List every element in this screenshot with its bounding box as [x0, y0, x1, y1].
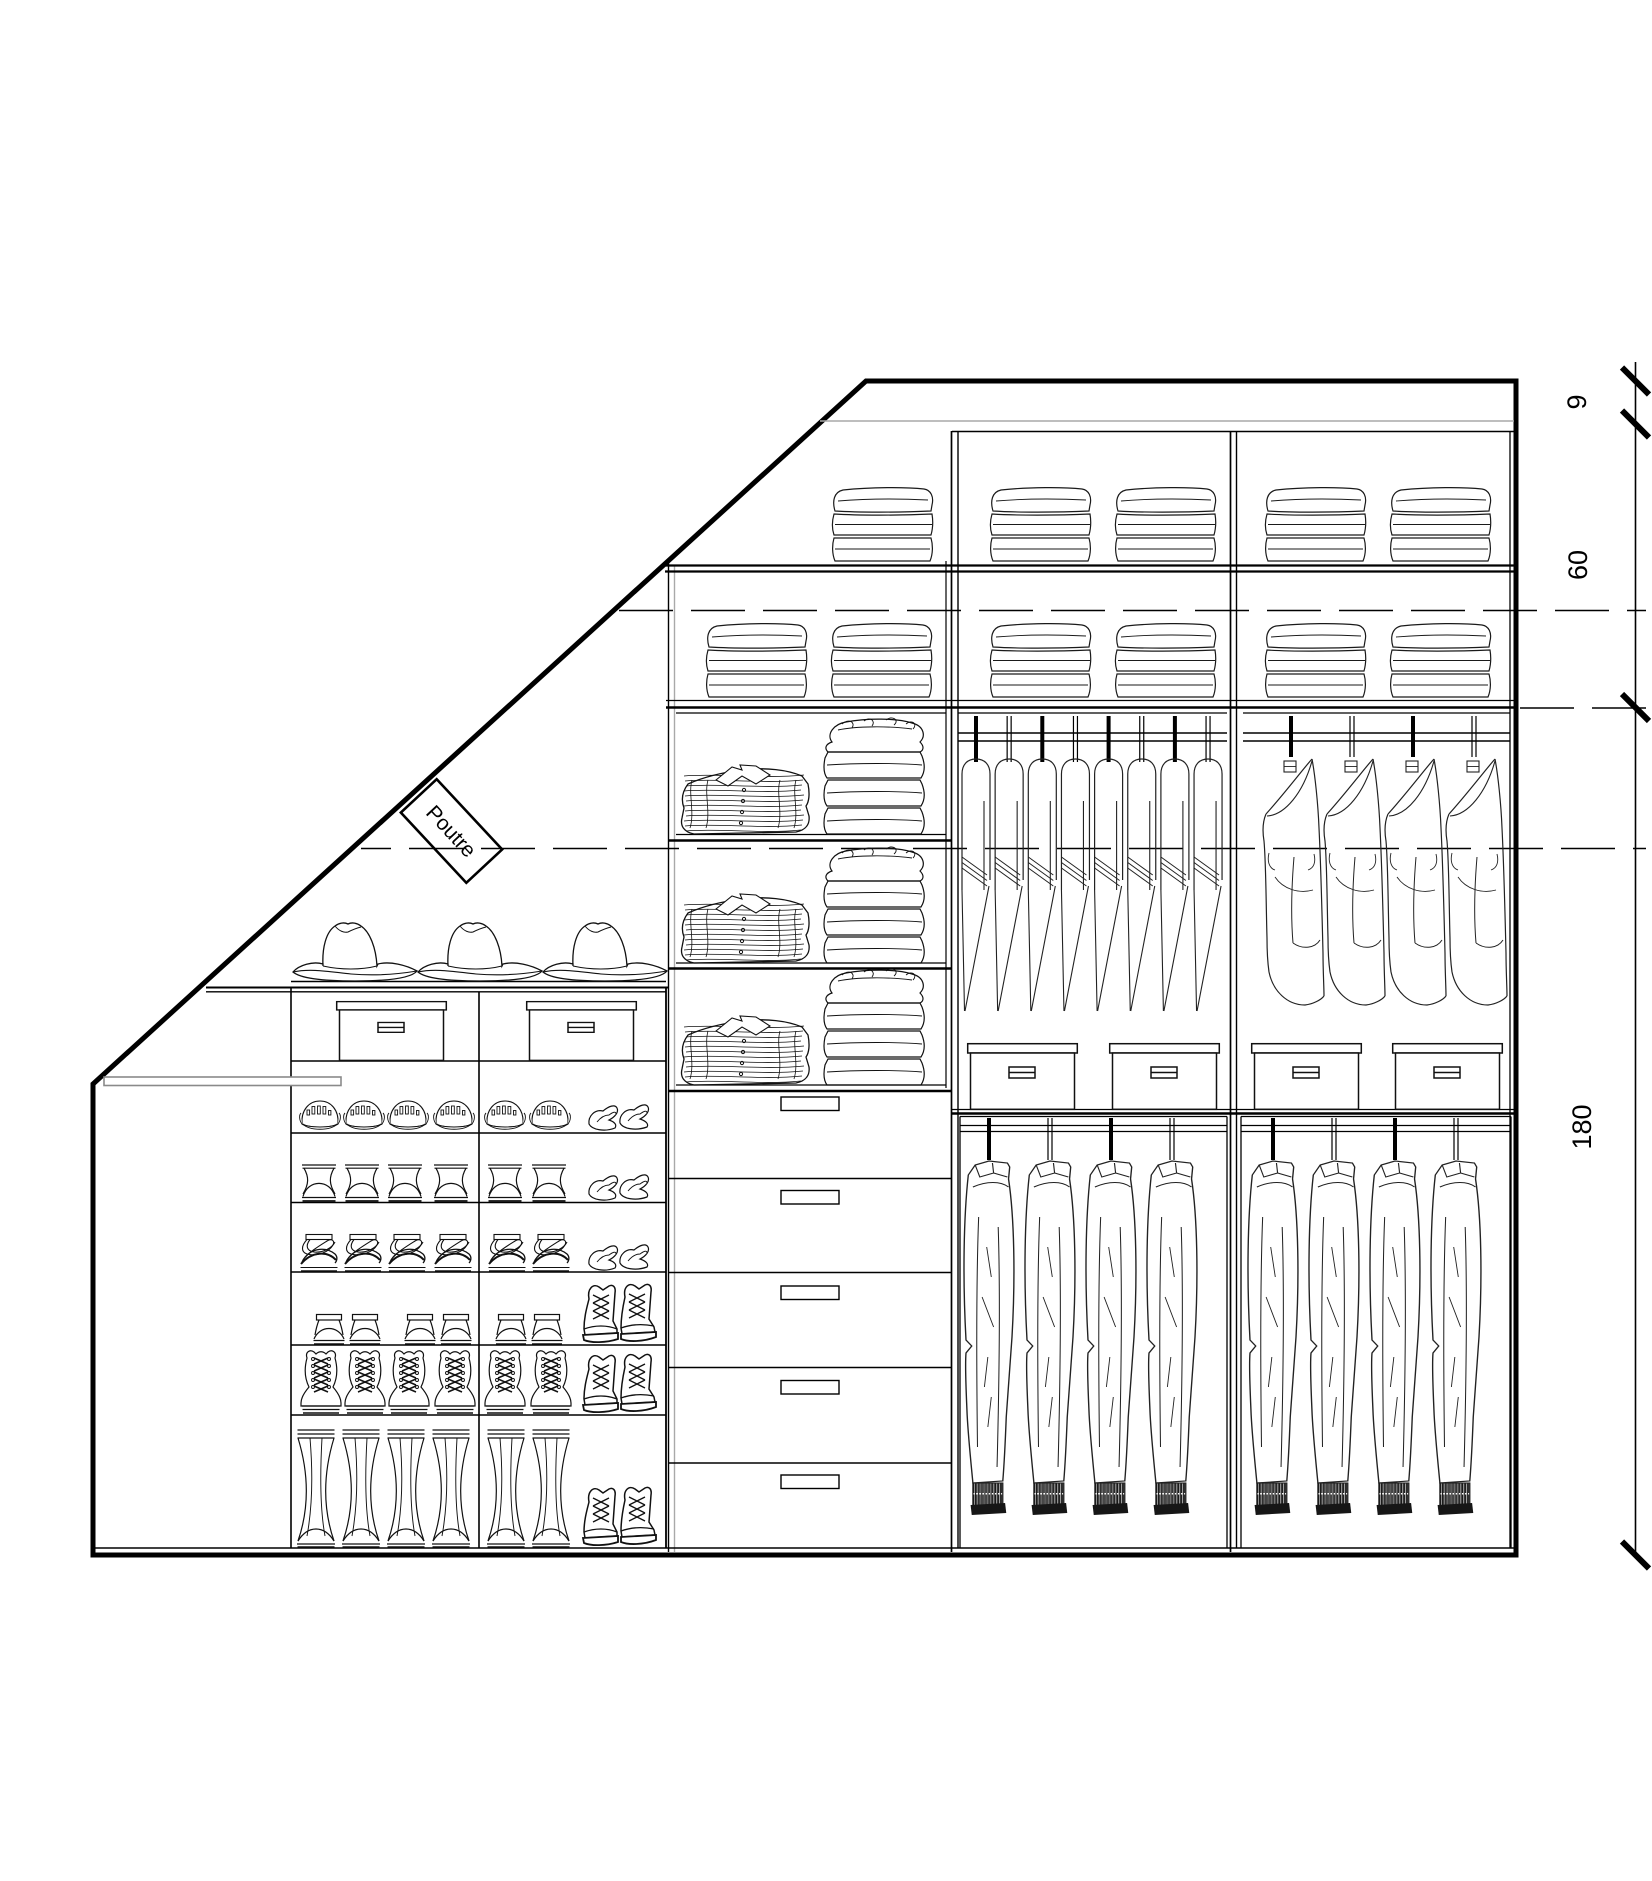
- svg-text:60: 60: [1563, 550, 1593, 580]
- svg-text:9: 9: [1562, 394, 1592, 409]
- svg-text:180: 180: [1567, 1104, 1597, 1149]
